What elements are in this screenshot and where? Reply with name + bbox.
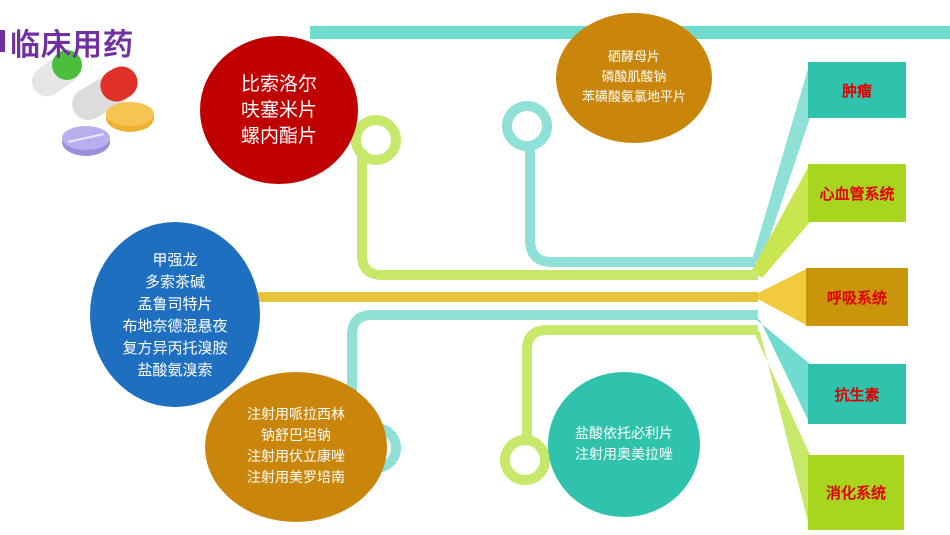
category-label: 呼吸系统 xyxy=(826,288,887,307)
category-label: 消化系统 xyxy=(825,484,886,502)
category-label: 心血管系统 xyxy=(819,184,895,203)
line-orange-bottom xyxy=(347,310,758,400)
ring-teal xyxy=(500,435,550,485)
drug-bubble-orange-bottom: 注射用哌拉西林 钠舒巴坦钠 注射用伏立康唑 注射用美罗培南 xyxy=(205,372,387,522)
page-title: 临床用药 xyxy=(10,28,134,63)
drug-name: 苯磺酸氨氯地平片 xyxy=(581,90,686,105)
fan-antibiotic xyxy=(752,316,810,424)
drug-bubble-teal: 盐酸依托必利片 注射用奥美拉唑 xyxy=(548,372,700,517)
ring-red xyxy=(351,115,401,165)
drug-name: 孟鲁司特片 xyxy=(137,294,213,313)
drug-bubble-blue: 甲强龙 多索茶碱 孟鲁司特片 布地奈德混悬夜 复方异丙托溴胺 盐酸氨溴索 xyxy=(90,222,260,407)
drug-name: 磷酸肌酸钠 xyxy=(601,70,667,85)
fan-cardio xyxy=(752,164,810,278)
drug-name: 硒酵母片 xyxy=(607,50,660,65)
category-label: 肿瘤 xyxy=(841,81,872,100)
drug-name: 螺内酯片 xyxy=(240,125,317,147)
category-label: 抗生素 xyxy=(834,385,880,404)
drug-name: 注射用美罗培南 xyxy=(247,470,345,486)
drug-bubble-orange-top: 硒酵母片 磷酸肌酸钠 苯磺酸氨氯地平片 xyxy=(556,13,712,143)
drug-name: 呋塞米片 xyxy=(240,99,317,121)
drug-name: 布地奈德混悬夜 xyxy=(122,316,228,335)
category-antibiotic: 抗生素 xyxy=(808,364,906,424)
drug-name: 复方异丙托溴胺 xyxy=(122,338,228,357)
line-red xyxy=(357,150,758,280)
drug-name: 注射用哌拉西林 xyxy=(247,407,345,423)
drug-name: 钠舒巴坦钠 xyxy=(261,428,331,444)
drug-name: 比索洛尔 xyxy=(240,73,317,95)
category-respiratory: 呼吸系统 xyxy=(806,268,908,326)
line-orange-top xyxy=(525,144,755,267)
pills-icon xyxy=(31,50,154,156)
fan-tumor xyxy=(752,62,810,266)
drug-name: 注射用奥美拉唑 xyxy=(575,446,673,463)
ring-orange-top xyxy=(502,101,552,151)
drug-name: 甲强龙 xyxy=(152,250,198,269)
drug-name: 注射用伏立康唑 xyxy=(247,449,345,465)
title-accent-bar xyxy=(0,30,5,52)
category-cardiovascular: 心血管系统 xyxy=(808,164,906,222)
category-tumor: 肿瘤 xyxy=(808,62,906,118)
category-digestive: 消化系统 xyxy=(808,455,904,530)
fan-respiratory xyxy=(752,268,808,326)
drug-name: 多索茶碱 xyxy=(144,272,205,291)
drug-name: 盐酸依托必利片 xyxy=(575,425,673,442)
line-teal xyxy=(522,325,758,440)
drug-bubble-red: 比索洛尔 呋塞米片 螺内酯片 xyxy=(200,36,358,184)
drug-name: 盐酸氨溴索 xyxy=(137,360,213,379)
